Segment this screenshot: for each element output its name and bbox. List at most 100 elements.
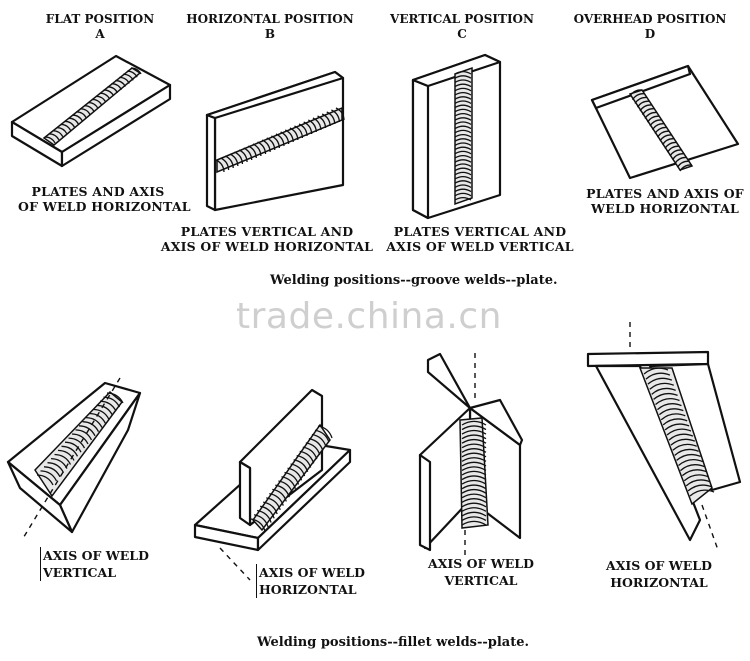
weld-ripple (454, 133, 472, 138)
weld-ripple (281, 476, 297, 489)
weld-ripple (250, 518, 266, 532)
vertical-position-drawing (411, 53, 502, 220)
weld-ripple (80, 108, 91, 116)
weld-ripple (461, 475, 487, 481)
position-desc-c: PLATES VERTICAL AND AXIS OF WELD VERTICA… (380, 224, 580, 254)
weld-ripple (645, 372, 671, 380)
weld-ripple (263, 501, 278, 515)
weld-ripple (85, 416, 103, 428)
weld-ripple (461, 493, 487, 499)
weld-ripple (71, 433, 89, 445)
weld-ripple (298, 123, 308, 137)
weld-ripple (454, 184, 472, 188)
weld-ripple (461, 420, 487, 426)
weld-ripple (280, 131, 290, 145)
weld-ripple (454, 104, 472, 109)
weld-ripple (454, 196, 472, 201)
weld-ripple (666, 145, 680, 153)
weld-ripple (454, 180, 472, 184)
weld-ripple (56, 126, 68, 134)
weld-ripple (257, 141, 267, 155)
weld-ripple (234, 151, 244, 165)
weld-ripple (68, 117, 80, 125)
weld-ripple (64, 441, 82, 453)
weld-ripple (220, 157, 230, 171)
weld-ripple (659, 134, 673, 142)
label-line: AXIS OF WELD (259, 565, 365, 580)
weld-ripple (454, 150, 472, 155)
weld-ripple (668, 433, 694, 441)
weld-ripple (95, 95, 107, 103)
weld-ripple (454, 159, 472, 163)
weld-ripple (672, 443, 697, 451)
weld-ripple (655, 397, 680, 405)
weld-ripple (461, 443, 487, 449)
weld-ripple (634, 96, 648, 104)
position-desc-a: PLATES AND AXIS OF WELD HORIZONTAL (18, 184, 191, 214)
desc-line: PLATES AND AXIS OF (586, 186, 744, 201)
weld-ripple (260, 505, 275, 519)
weld-ripple (649, 382, 674, 390)
weld-ripple (646, 115, 660, 123)
position-letter: A (95, 27, 105, 41)
weld-ripple (252, 143, 262, 157)
position-title-b: HORIZONTAL POSITION B (180, 12, 360, 42)
fillet-vertical-3-drawing (418, 352, 524, 558)
weld-ripple (454, 100, 472, 104)
weld-ripple (681, 469, 707, 477)
weld-ripple (653, 392, 678, 400)
horizontal-position-drawing (205, 70, 345, 212)
weld-ripple (75, 429, 93, 441)
weld-ripple (275, 484, 290, 498)
weld-ripple (670, 438, 696, 446)
fillet-label-2: AXIS OF WELD HORIZONTAL (256, 564, 365, 598)
label-line: AXIS OF WELD (428, 556, 534, 571)
weld-ripple (275, 133, 285, 147)
weld-ripple (629, 89, 643, 97)
weld-ripple (454, 87, 472, 92)
weld-ripple (256, 509, 272, 523)
weld-ripple (454, 79, 472, 83)
weld-ripple (302, 446, 318, 460)
weld-ripple (454, 171, 472, 176)
weld-ripple (454, 75, 472, 79)
desc-line: PLATES AND AXIS (31, 184, 165, 199)
weld-ripple (271, 135, 281, 149)
weld-ripple (454, 117, 472, 121)
weld-ripple (461, 457, 487, 462)
groove-caption: Welding positions--groove welds--plate. (270, 273, 558, 288)
weld-ripple (284, 471, 300, 485)
weld-ripple (115, 79, 126, 87)
weld-ripple (461, 452, 487, 458)
fillet-label-1: AXIS OF WELD VERTICAL (40, 547, 149, 581)
position-letter: C (457, 27, 467, 41)
fillet-label-4: AXIS OF WELD HORIZONTAL (606, 557, 712, 591)
weld-ripple (676, 160, 690, 168)
weld-ripple (107, 86, 119, 94)
weld-ripple (461, 484, 487, 490)
weld-ripple (92, 408, 110, 420)
weld-ripple (454, 154, 472, 159)
weld-ripple (103, 396, 121, 408)
weld-ripple (461, 502, 487, 508)
weld-ripple (78, 425, 96, 437)
weld-ripple (454, 192, 472, 197)
weld-ripple (679, 464, 705, 472)
weld-ripple (454, 167, 472, 172)
weld-ripple (321, 113, 331, 127)
weld-ripple (127, 70, 138, 78)
flat-position-drawing (10, 54, 172, 168)
weld-ripple (685, 479, 711, 487)
fillet-label-3: AXIS OF WELD VERTICAL (428, 555, 534, 589)
weld-ripple (643, 367, 669, 375)
weld-ripple (631, 93, 645, 101)
position-name: VERTICAL POSITION (390, 12, 534, 26)
weld-ripple (331, 109, 341, 123)
weld-ripple (293, 459, 309, 473)
weld-ripple (238, 149, 248, 163)
weld-ripple (60, 123, 72, 131)
weld-ripple (461, 434, 487, 440)
weld-ripple (454, 138, 472, 142)
desc-line: PLATES VERTICAL AND (180, 224, 354, 239)
weld-ripple (335, 107, 345, 121)
